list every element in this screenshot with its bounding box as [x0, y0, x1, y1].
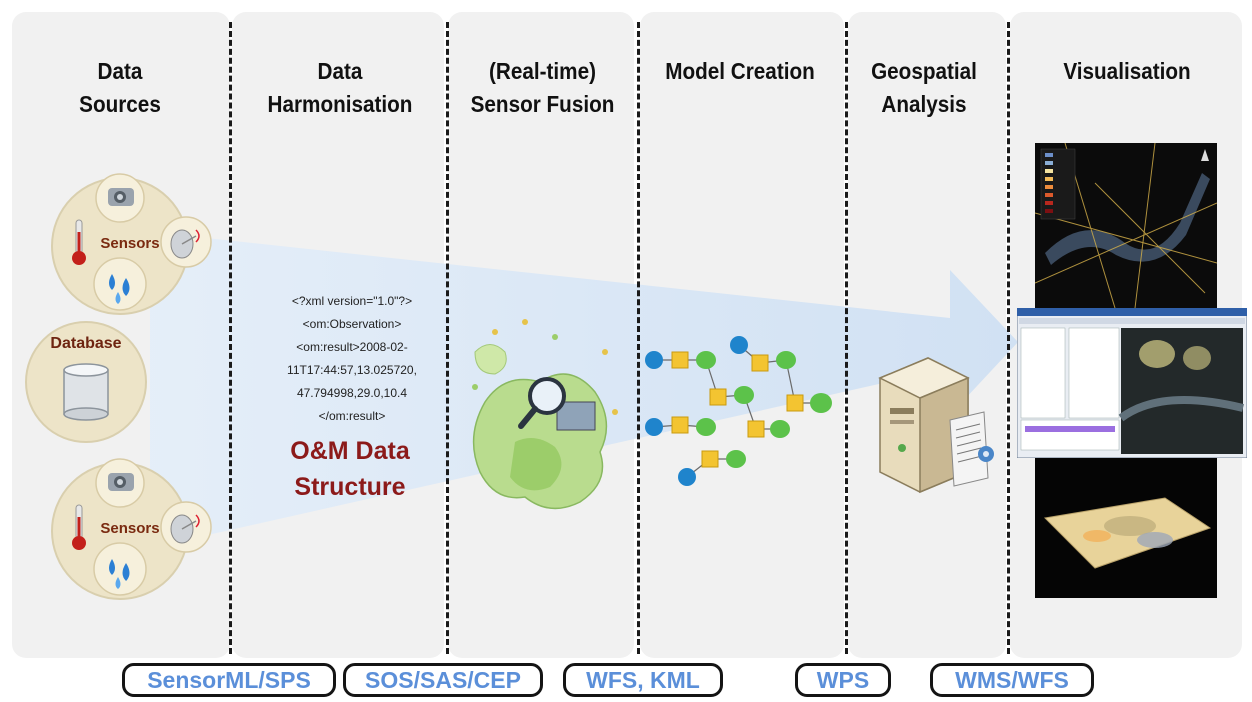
- camera-icon: [108, 473, 134, 491]
- magnifier-icon: [518, 377, 596, 431]
- svg-text:Sensors: Sensors: [100, 520, 159, 537]
- document-icon: [949, 411, 989, 487]
- database-circle: Database: [25, 321, 147, 443]
- xml-line: <?xml version="1.0"?>: [291, 294, 413, 308]
- satellite-dish-icon: [170, 229, 200, 259]
- process-node-green: [696, 351, 832, 468]
- visualisation-night-map: [1035, 143, 1217, 308]
- svg-text:Sensors: Sensors: [100, 235, 159, 252]
- standard-wfs-kml: WFS, KML: [563, 663, 723, 697]
- satellite-dish-icon: [170, 514, 200, 544]
- model-process-graph: [645, 336, 832, 486]
- server-icon: [878, 357, 994, 494]
- heading-sensor-fusion: (Real-time)Sensor Fusion: [470, 58, 615, 117]
- thermometer-icon: [72, 504, 86, 550]
- divider-3: [637, 22, 640, 654]
- sensor-cluster-top: Sensors: [51, 173, 212, 315]
- sensor-cluster-bottom: Sensors: [51, 458, 212, 600]
- water-drops-icon: [109, 559, 130, 589]
- xml-line: 11T17:44:57,13.025720,: [287, 363, 417, 377]
- xml-line: <om:result>2008-02-: [296, 340, 408, 354]
- standard-wps: WPS: [795, 663, 891, 697]
- xml-line: 47.794998,29.0,10.4: [296, 386, 408, 400]
- svg-text:Database: Database: [50, 335, 121, 352]
- xml-line: <om:Observation>: [302, 317, 402, 331]
- database-icon: [63, 363, 109, 421]
- water-drops-icon: [109, 274, 130, 304]
- divider-2: [446, 22, 449, 654]
- sensor-fusion-map: [472, 319, 618, 510]
- north-arrow-icon: [1201, 149, 1209, 161]
- legend-swatches: [1045, 153, 1053, 213]
- divider-1: [229, 22, 232, 654]
- standard-sos-sas-cep: SOS/SAS/CEP: [343, 663, 543, 697]
- process-node-blue: [645, 336, 748, 486]
- gear-icon: [978, 446, 994, 462]
- divider-5: [1007, 22, 1010, 654]
- xml-line: </om:result>: [318, 409, 386, 423]
- standard-wms-wfs: WMS/WFS: [930, 663, 1094, 697]
- thermometer-icon: [72, 219, 86, 265]
- heading-visualisation: Visualisation: [1063, 58, 1191, 84]
- visualisation-3d-terrain: [1035, 458, 1217, 598]
- process-node-yellow: [671, 351, 804, 468]
- visualisation-gis-window: [1017, 308, 1247, 458]
- standard-sensorml-sps: SensorML/SPS: [122, 663, 336, 697]
- camera-icon: [108, 188, 134, 206]
- divider-4: [845, 22, 848, 654]
- heading-model-creation: Model Creation: [665, 58, 815, 84]
- xml-snippet: <?xml version="1.0"?> <om:Observation> <…: [266, 290, 438, 428]
